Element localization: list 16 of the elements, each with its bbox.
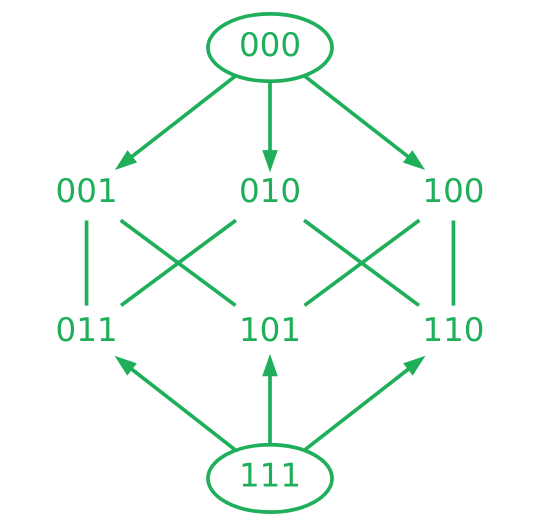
node-text: 001 — [56, 172, 118, 210]
arrow — [303, 356, 426, 452]
arrow — [262, 81, 278, 172]
node-text: 011 — [56, 310, 118, 349]
node-text: 100 — [422, 172, 484, 210]
arrow — [262, 354, 278, 445]
node-text: 010 — [238, 172, 302, 210]
arrow — [302, 74, 426, 170]
node-text: 110 — [422, 310, 484, 349]
connector — [84, 220, 88, 306]
node-text: 101 — [238, 310, 302, 349]
node-ellipse: 000 — [206, 12, 334, 84]
arrow — [114, 74, 238, 170]
connector — [452, 220, 456, 306]
node-ellipse: 111 — [206, 442, 334, 514]
arrow — [114, 356, 237, 452]
